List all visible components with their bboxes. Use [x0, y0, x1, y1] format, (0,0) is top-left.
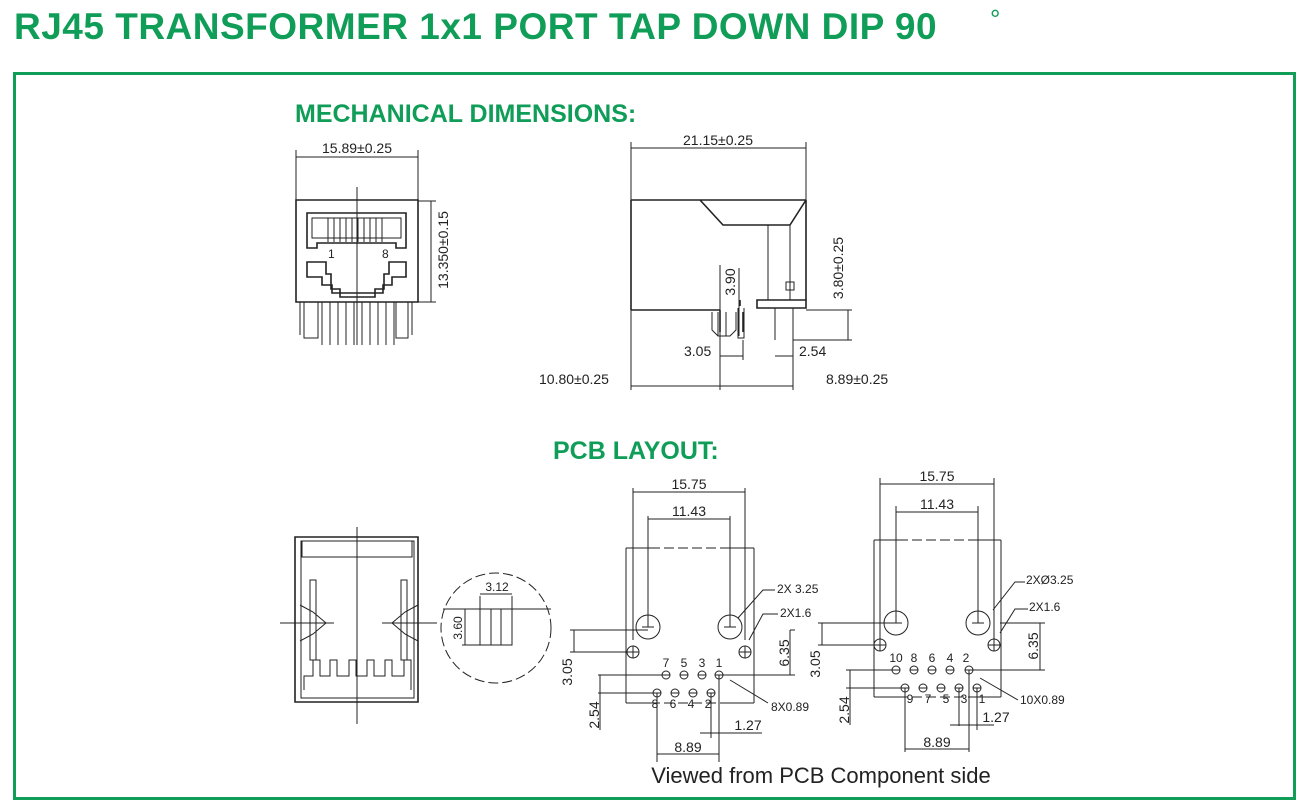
pin-label: 5 — [681, 656, 688, 670]
front-to-pin-label: 10.80±0.25 — [539, 371, 609, 387]
bottom-view: 3.12 3.60 — [280, 527, 552, 724]
pin-label: 2 — [963, 651, 970, 665]
pcb-layout-10pin: 15.75 11.43 2XØ3.25 2X1.6 10X0.89 3.05 2… — [807, 468, 1074, 752]
detail-width-label: 3.12 — [485, 580, 509, 594]
pcb10-row-pitch-label: 2.54 — [836, 696, 852, 723]
pcb10-outer-width-label: 15.75 — [919, 468, 954, 484]
drawing-frame — [13, 72, 1296, 800]
side-length-label: 21.15±0.25 — [683, 132, 753, 148]
pcb8-pin-pitch-label: 1.27 — [734, 717, 761, 733]
pin-label: 1 — [979, 692, 986, 706]
side-view: 21.15±0.25 3.90 3.80±0.25 3.05 2.54 10.8… — [539, 132, 888, 390]
pcb8-hole-to-row-label: 6.35 — [776, 639, 792, 666]
heading-mechanical-dimensions: MECHANICAL DIMENSIONS: — [295, 100, 636, 128]
pin-label: 9 — [907, 692, 914, 706]
pcb10-hole-to-row-label: 6.35 — [1025, 632, 1041, 659]
pin-label: 7 — [663, 656, 670, 670]
pcb8-row-offset-label: 3.05 — [559, 658, 575, 685]
pin-label: 6 — [929, 651, 936, 665]
pin-label: 4 — [688, 697, 695, 711]
pcb10-pin-hole-label: 10X0.89 — [1020, 693, 1065, 707]
offset-b-label: 2.54 — [799, 343, 826, 359]
pcb10-row-offset-label: 3.05 — [807, 650, 823, 677]
pcb8-hole-spacing-label: 11.43 — [672, 503, 706, 519]
pcb8-big-hole-label: 2X 3.25 — [777, 582, 819, 596]
front-height-label: 13.350±0.15 — [435, 211, 451, 289]
pcb10-small-hole-label: 2X1.6 — [1029, 600, 1061, 614]
pin-label: 6 — [670, 697, 677, 711]
pin-label: 2 — [705, 697, 712, 711]
pin-height-label: 3.90 — [722, 268, 738, 295]
pin-label: 8 — [911, 651, 918, 665]
pin-first-label: 1 — [328, 247, 335, 261]
pin-label: 5 — [943, 692, 950, 706]
pcb10-big-hole-label: 2XØ3.25 — [1026, 573, 1074, 587]
pin-last-label: 8 — [382, 247, 389, 261]
pcb-layout-8pin: 15.75 11.43 2X 3.25 2X1.6 8X0.89 3.05 2.… — [559, 476, 819, 762]
pin-label: 8 — [652, 697, 659, 711]
pcb8-row-pitch-label: 2.54 — [586, 701, 602, 728]
pin-length-label: 3.80±0.25 — [830, 237, 846, 299]
front-view: 15.89±0.25 13.350±0.15 1 8 — [295, 140, 451, 345]
pin-label: 10 — [889, 651, 903, 665]
front-width-label: 15.89±0.25 — [322, 140, 392, 156]
view-caption: Viewed from PCB Component side — [651, 763, 991, 788]
pin-label: 4 — [947, 651, 954, 665]
page-title: RJ45 TRANSFORMER 1x1 PORT TAP DOWN DIP 9… — [14, 6, 938, 47]
pcb8-outer-width-label: 15.75 — [671, 476, 706, 492]
pcb10-hole-spacing-label: 11.43 — [920, 496, 954, 512]
pin-label: 7 — [925, 692, 932, 706]
heading-pcb-layout: PCB LAYOUT: — [553, 437, 719, 465]
pin-label: 3 — [961, 692, 968, 706]
pcb8-pin-hole-label: 8X0.89 — [771, 700, 809, 714]
pcb10-row-span-label: 8.89 — [923, 734, 950, 750]
pcb10-pin-pitch-label: 1.27 — [982, 709, 1009, 725]
degree-symbol: ° — [990, 4, 1001, 34]
offset-a-label: 3.05 — [684, 343, 711, 359]
pin-label: 1 — [716, 656, 723, 670]
pin-to-rear-label: 8.89±0.25 — [826, 371, 888, 387]
pin-label: 3 — [699, 656, 706, 670]
pcb8-row-span-label: 8.89 — [674, 739, 701, 755]
detail-height-label: 3.60 — [451, 616, 465, 640]
pcb8-small-hole-label: 2X1.6 — [780, 606, 812, 620]
